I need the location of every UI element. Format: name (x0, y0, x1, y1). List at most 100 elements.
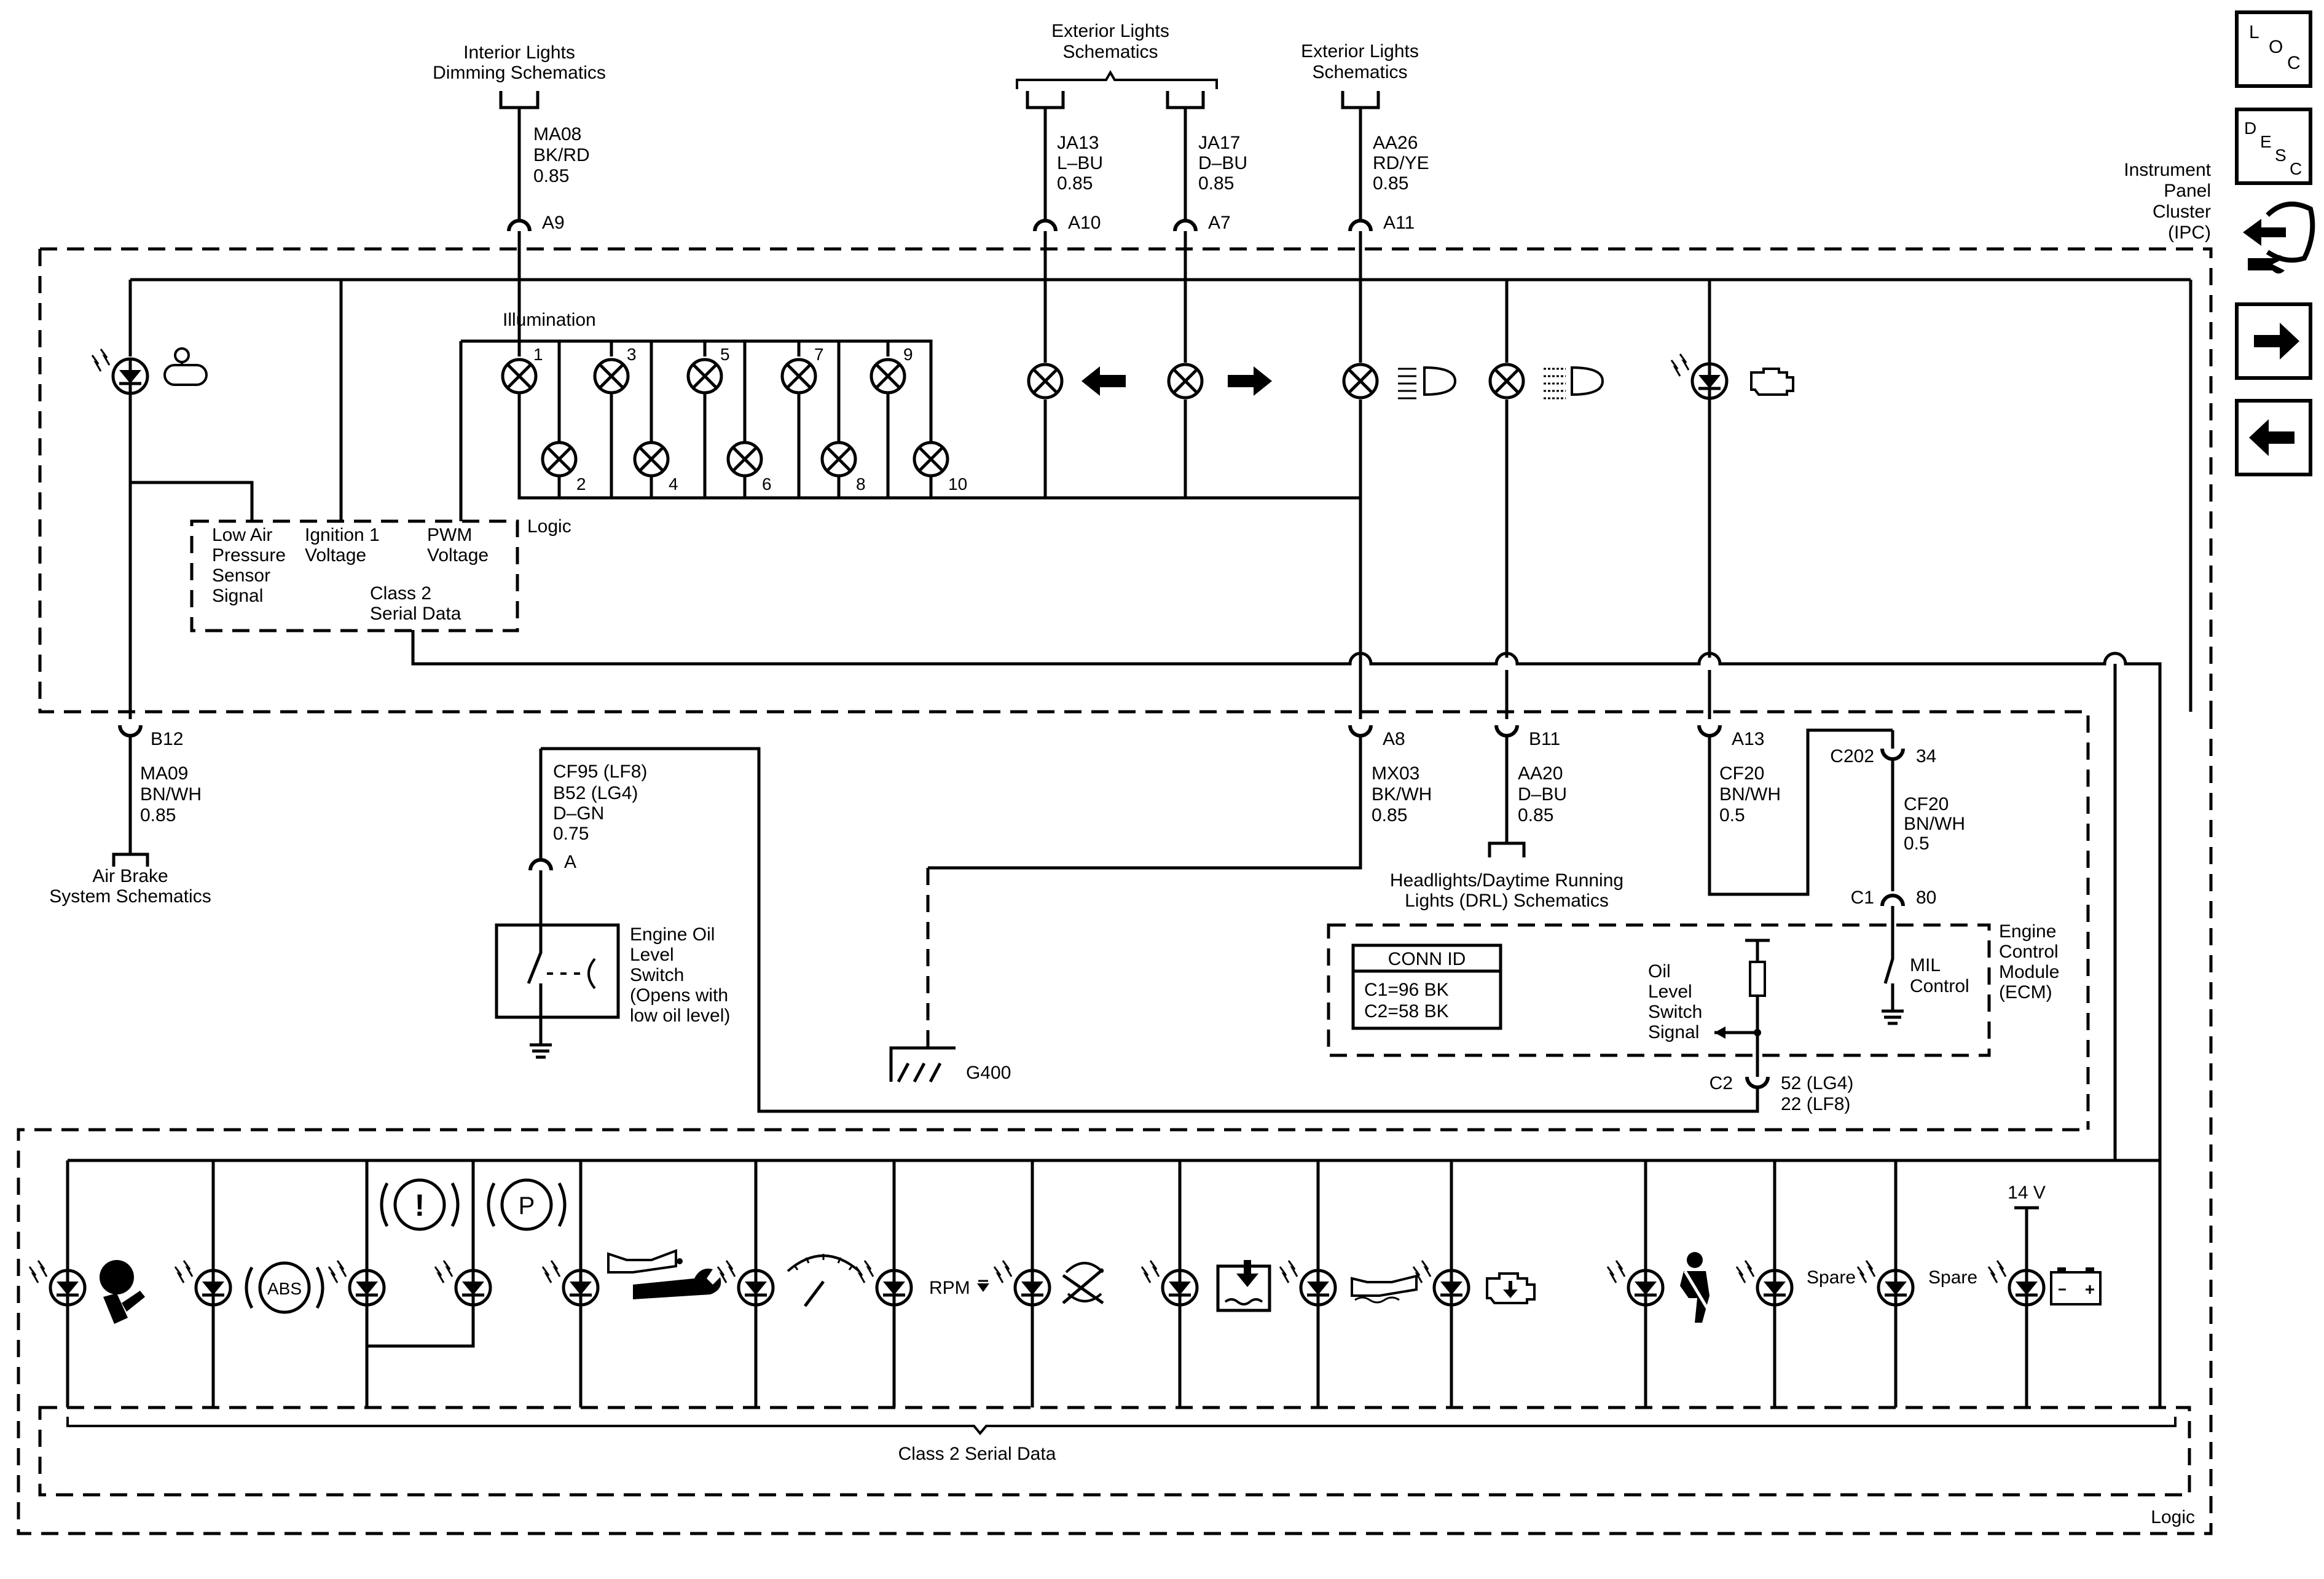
svg-text:MIL: MIL (1910, 955, 1941, 975)
svg-text:Pressure: Pressure (212, 545, 286, 565)
svg-text:22 (LF8): 22 (LF8) (1781, 1094, 1850, 1114)
svg-text:0.75: 0.75 (553, 824, 589, 844)
engine-oil-level-switch: CF95 (LF8) B52 (LG4) D–GN 0.75 A Engine … (495, 747, 1759, 1113)
svg-text:Voltage: Voltage (305, 545, 366, 565)
svg-text:ABS: ABS (267, 1279, 302, 1298)
svg-text:low oil level): low oil level) (630, 1006, 730, 1026)
low-beam-icon (1398, 366, 1457, 400)
air-pressure-led (92, 349, 147, 393)
svg-text:Logic: Logic (527, 516, 571, 537)
svg-text:4: 4 (669, 474, 678, 494)
indicator-leds (29, 1261, 2044, 1305)
svg-text:Dimming Schematics: Dimming Schematics (433, 63, 606, 83)
airbag-icon (100, 1260, 145, 1324)
desc-letter-c: C (2290, 159, 2302, 178)
class2-serial-data-bus: Class 2 Serial Data (38, 1406, 2191, 1497)
loc-button[interactable]: L O C (2235, 10, 2312, 88)
svg-text:0.85: 0.85 (533, 166, 569, 186)
svg-text:RD/YE: RD/YE (1373, 153, 1429, 173)
svg-text:Schematics: Schematics (1312, 62, 1407, 82)
svg-text:PWM: PWM (427, 525, 472, 545)
high-beam-lamp (1344, 364, 1377, 398)
svg-text:MA08: MA08 (533, 124, 581, 144)
svg-text:Air Brake: Air Brake (92, 866, 168, 886)
svg-text:Control: Control (1999, 942, 2059, 962)
svg-text:JA17: JA17 (1198, 133, 1240, 153)
spare-1-label: Spare (1807, 1267, 1856, 1288)
svg-text:3: 3 (627, 345, 637, 364)
check-engine-led (1671, 354, 1727, 398)
svg-text:0.85: 0.85 (140, 805, 176, 825)
desc-letter-e: E (2260, 132, 2272, 151)
loc-letter-c: C (2287, 53, 2301, 73)
svg-text:6: 6 (762, 474, 772, 494)
pin-b12: B12 MA09 BN/WH 0.85 Air Brake System Sch… (49, 725, 211, 907)
right-arrow-icon (2254, 323, 2299, 360)
coolant-level-icon (1216, 1260, 1271, 1312)
ground-g400: G400 (889, 1046, 1011, 1083)
svg-text:Switch: Switch (1648, 1002, 1702, 1022)
drl-beam-icon (1544, 366, 1604, 400)
desc-letter-d: D (2244, 119, 2256, 138)
left-turn-lamp (1029, 364, 1062, 398)
svg-text:A10: A10 (1068, 213, 1101, 233)
svg-text:A13: A13 (1732, 729, 1764, 749)
svg-text:Sensor: Sensor (212, 565, 270, 586)
svg-text:B12: B12 (151, 729, 183, 749)
svg-text:Control: Control (1910, 976, 1969, 996)
pin-b11: B11 AA20 D–BU 0.85 Headlights/Daytime Ru… (1390, 725, 1623, 911)
svg-text:C2: C2 (1710, 1073, 1733, 1093)
battery-icon (2050, 1267, 2102, 1305)
svg-text:Signal: Signal (212, 586, 263, 606)
svg-text:CF20: CF20 (1904, 794, 1949, 814)
svg-text:Schematics: Schematics (1062, 42, 1158, 62)
svg-text:7: 7 (814, 345, 824, 364)
oil-service-icon (607, 1249, 721, 1299)
svg-text:Module: Module (1999, 962, 2059, 982)
traction-off-icon (1062, 1262, 1104, 1305)
svg-text:(ECM): (ECM) (1999, 982, 2052, 1002)
svg-text:2: 2 (576, 474, 586, 494)
illumination-lamps: 1 3 5 7 9 2 4 6 8 10 (503, 345, 967, 494)
svg-text:D–GN: D–GN (553, 803, 604, 824)
svg-text:A: A (564, 852, 576, 872)
prev-arrow-button[interactable] (2235, 399, 2312, 476)
svg-text:RPM: RPM (929, 1278, 970, 1298)
bottom-logic-label: Logic (2151, 1507, 2195, 1527)
svg-text:10: 10 (948, 474, 967, 494)
svg-text:Class 2 Serial Data: Class 2 Serial Data (898, 1444, 1056, 1464)
svg-text:Engine Oil: Engine Oil (630, 924, 715, 945)
desc-button[interactable]: D E S C (2235, 108, 2312, 185)
svg-text:Signal: Signal (1648, 1022, 1699, 1042)
component-icon[interactable] (2243, 202, 2315, 274)
svg-text:8: 8 (856, 474, 866, 494)
svg-text:Exterior Lights: Exterior Lights (1301, 41, 1419, 61)
svg-text:System Schematics: System Schematics (49, 886, 211, 907)
spare-2-label: Spare (1928, 1267, 1977, 1288)
left-arrow-icon (2249, 419, 2295, 456)
svg-text:0.5: 0.5 (1904, 833, 1929, 854)
svg-text:0.85: 0.85 (1057, 173, 1093, 194)
svg-text:C1: C1 (1851, 888, 1874, 908)
abs-icon: ABS (245, 1261, 324, 1314)
svg-text:Headlights/Daytime Running: Headlights/Daytime Running (1390, 870, 1623, 891)
svg-text:CF20: CF20 (1719, 763, 1764, 784)
svg-text:Interior Lights: Interior Lights (463, 42, 575, 63)
svg-text:BN/WH: BN/WH (1719, 784, 1781, 805)
svg-text:Switch: Switch (630, 965, 684, 985)
next-arrow-button[interactable] (2235, 302, 2312, 380)
right-turn-lamp (1169, 364, 1202, 398)
svg-text:Oil: Oil (1648, 961, 1671, 982)
svg-text:Engine: Engine (1999, 921, 2056, 942)
desc-letter-s: S (2275, 146, 2287, 165)
brake-warning-icon: ! (380, 1178, 460, 1231)
svg-text:B52 (LG4): B52 (LG4) (553, 783, 638, 803)
svg-text:0.5: 0.5 (1719, 805, 1745, 825)
svg-text:Voltage: Voltage (427, 545, 489, 565)
svg-text:0.85: 0.85 (1372, 805, 1407, 825)
conn-id-c1: C1=96 BK (1364, 980, 1449, 1000)
svg-text:BN/WH: BN/WH (140, 784, 202, 805)
svg-text:9: 9 (903, 345, 913, 364)
seatbelt-icon (1680, 1252, 1710, 1323)
